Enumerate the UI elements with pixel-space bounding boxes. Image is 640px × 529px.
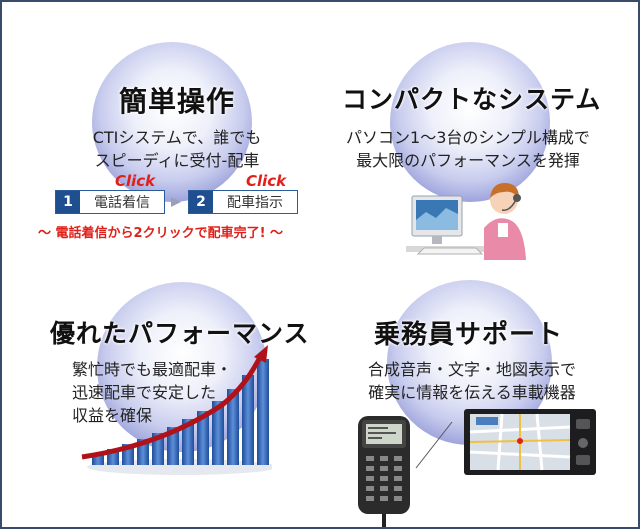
step-number: 1	[56, 191, 80, 213]
performance-line-2: 迅速配車で安定した	[72, 383, 217, 402]
easy-operation-line-2: スピーディに受付‐配車	[94, 151, 260, 170]
heading-compact-system: コンパクトなシステム	[342, 85, 602, 114]
orb-easy-operation	[92, 42, 252, 202]
growth-bar-graphic	[81, 345, 272, 475]
compact-system-line-2: 最大限のパフォーマンスを発揮	[356, 151, 580, 170]
step-label: 配車指示	[227, 195, 283, 211]
heading-easy-operation: 簡単操作	[119, 85, 236, 118]
step-phone-call: 1 電話着信	[55, 190, 165, 214]
heading-crew-support: 乗務員サポート	[374, 320, 564, 350]
compact-system-line-1: パソコン1～3台のシンプル構成で	[346, 128, 590, 147]
performance-line-1: 繁忙時でも最適配車・	[72, 360, 233, 379]
car-navigation-illustration	[464, 409, 596, 475]
easy-operation-tagline: ～ 電話着信から2クリックで配車完了! ～	[38, 226, 284, 241]
heading-performance: 優れたパフォーマンス	[50, 319, 310, 348]
connector-line	[415, 421, 453, 469]
click-label-1: Click	[115, 172, 156, 190]
orb-compact-system	[390, 42, 550, 202]
performance-line-3: 収益を確保	[72, 406, 153, 425]
handheld-terminal-illustration	[358, 416, 410, 527]
operator-illustration	[406, 182, 526, 260]
click-label-2: Click	[246, 172, 287, 190]
step-label: 電話着信	[94, 195, 150, 211]
easy-operation-line-1: CTIシステムで、誰でも	[92, 128, 262, 147]
step-number: 2	[189, 191, 213, 213]
crew-support-line-1: 合成音声・文字・地図表示で	[367, 360, 576, 379]
step-dispatch: 2 配車指示	[188, 190, 298, 214]
arrow-right-icon	[171, 197, 181, 207]
crew-support-line-2: 確実に情報を伝える車載機器	[368, 383, 576, 402]
